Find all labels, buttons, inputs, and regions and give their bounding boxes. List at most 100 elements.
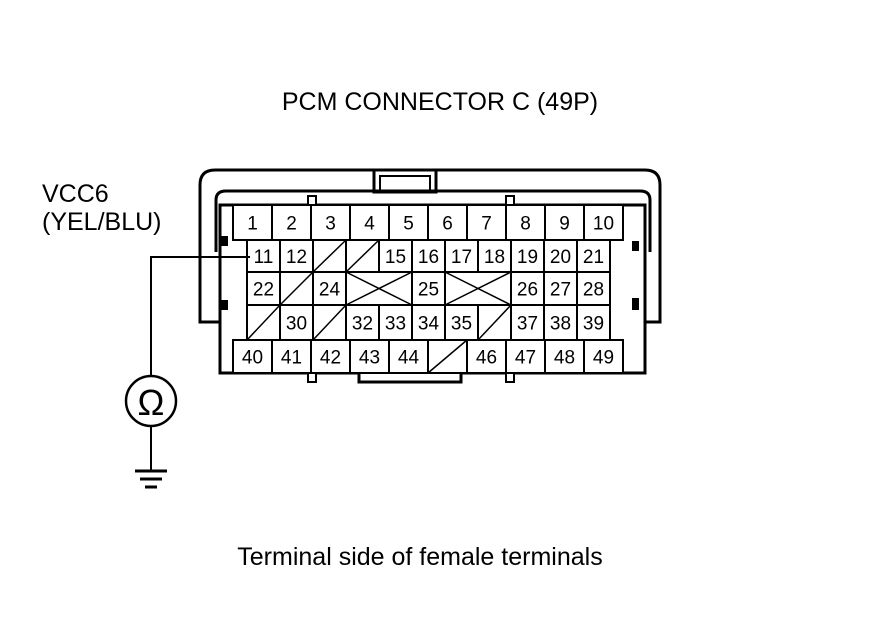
terminal-number: 35	[451, 314, 472, 335]
terminal-number: 8	[520, 214, 531, 235]
terminal-number: 4	[364, 214, 375, 235]
terminal-number: 33	[385, 314, 406, 335]
terminal-number: 17	[451, 247, 472, 268]
terminal-25: 25	[411, 271, 446, 306]
terminal-28: 28	[576, 271, 611, 306]
terminal-44: 44	[388, 339, 429, 374]
terminal-15: 15	[378, 239, 413, 273]
terminal-11: 11	[246, 239, 281, 273]
connector-inner-shell	[214, 189, 652, 252]
terminal-number: 24	[319, 280, 341, 301]
terminal-number: 10	[593, 214, 614, 235]
terminal-number: 3	[325, 214, 336, 235]
unused-cavity-x	[444, 271, 512, 306]
terminal-number: 43	[359, 348, 380, 369]
connector-latch	[372, 168, 438, 194]
terminal-18: 18	[477, 239, 512, 273]
unused-cavity-x	[345, 271, 413, 306]
terminal-number: 2	[286, 214, 297, 235]
lock-mark	[221, 236, 228, 246]
ohmmeter: Ω	[124, 374, 178, 428]
terminal-number: 12	[286, 247, 307, 268]
terminal-number: 47	[515, 348, 536, 369]
blank-terminal	[427, 339, 468, 374]
terminal-number: 18	[484, 247, 505, 268]
blank-terminal	[477, 304, 512, 341]
signal-name: VCC6	[42, 180, 109, 208]
terminal-7: 7	[466, 204, 507, 241]
terminal-21: 21	[576, 239, 611, 273]
terminal-number: 27	[550, 280, 571, 301]
lock-mark	[221, 300, 228, 310]
terminal-number: 32	[352, 314, 373, 335]
terminal-19: 19	[510, 239, 545, 273]
terminal-10: 10	[583, 204, 624, 241]
bottom-tab	[357, 373, 463, 384]
blank-terminal	[279, 271, 314, 306]
test-lead-wire	[150, 256, 250, 377]
terminal-number: 19	[517, 247, 538, 268]
terminal-number: 37	[517, 314, 538, 335]
terminal-35: 35	[444, 304, 479, 341]
terminal-37: 37	[510, 304, 545, 341]
terminal-3: 3	[310, 204, 351, 241]
terminal-49: 49	[583, 339, 624, 374]
terminal-number: 44	[398, 348, 420, 369]
diagram-title: PCM CONNECTOR C (49P)	[281, 88, 599, 116]
terminal-2: 2	[271, 204, 312, 241]
terminal-4: 4	[349, 204, 390, 241]
terminal-39: 39	[576, 304, 611, 341]
blank-terminal	[312, 304, 347, 341]
terminal-number: 15	[385, 247, 406, 268]
terminal-number: 49	[593, 348, 614, 369]
terminal-24: 24	[312, 271, 347, 306]
terminal-number: 16	[418, 247, 439, 268]
connector-outer-housing	[198, 168, 662, 375]
terminal-number: 5	[403, 214, 414, 235]
terminal-number: 11	[254, 247, 274, 268]
terminal-22: 22	[246, 271, 281, 306]
terminal-number: 21	[583, 247, 604, 268]
terminal-number: 30	[286, 314, 307, 335]
terminal-32: 32	[345, 304, 380, 341]
terminal-46: 46	[466, 339, 507, 374]
terminal-number: 48	[554, 348, 575, 369]
terminal-number: 25	[418, 280, 439, 301]
ground-icon	[135, 469, 167, 489]
lock-mark	[632, 298, 639, 310]
blank-terminal	[312, 239, 347, 273]
ohm-symbol: Ω	[138, 382, 165, 423]
terminal-number: 39	[583, 314, 604, 335]
terminal-9: 9	[544, 204, 585, 241]
terminal-number: 41	[281, 348, 302, 369]
terminal-number: 1	[247, 214, 258, 235]
terminal-12: 12	[279, 239, 314, 273]
terminal-number: 40	[242, 348, 263, 369]
terminal-1: 1	[232, 204, 273, 241]
terminal-number: 7	[481, 214, 492, 235]
terminal-34: 34	[411, 304, 446, 341]
wire-label: VCC6 (YEL/BLU)	[42, 180, 161, 236]
terminal-48: 48	[544, 339, 585, 374]
terminal-47: 47	[505, 339, 546, 374]
terminal-number: 20	[550, 247, 571, 268]
blank-terminal	[345, 239, 380, 273]
terminal-number: 26	[517, 280, 538, 301]
terminal-8: 8	[505, 204, 546, 241]
terminal-5: 5	[388, 204, 429, 241]
terminal-43: 43	[349, 339, 390, 374]
terminal-number: 34	[418, 314, 440, 335]
terminal-number: 22	[253, 280, 274, 301]
terminal-number: 28	[583, 280, 604, 301]
terminal-number: 38	[550, 314, 571, 335]
terminal-20: 20	[543, 239, 578, 273]
diagram-caption: Terminal side of female terminals	[237, 543, 603, 571]
terminal-33: 33	[378, 304, 413, 341]
terminal-17: 17	[444, 239, 479, 273]
terminal-number: 42	[320, 348, 341, 369]
terminal-number: 46	[476, 348, 497, 369]
terminal-6: 6	[427, 204, 468, 241]
terminal-16: 16	[411, 239, 446, 273]
